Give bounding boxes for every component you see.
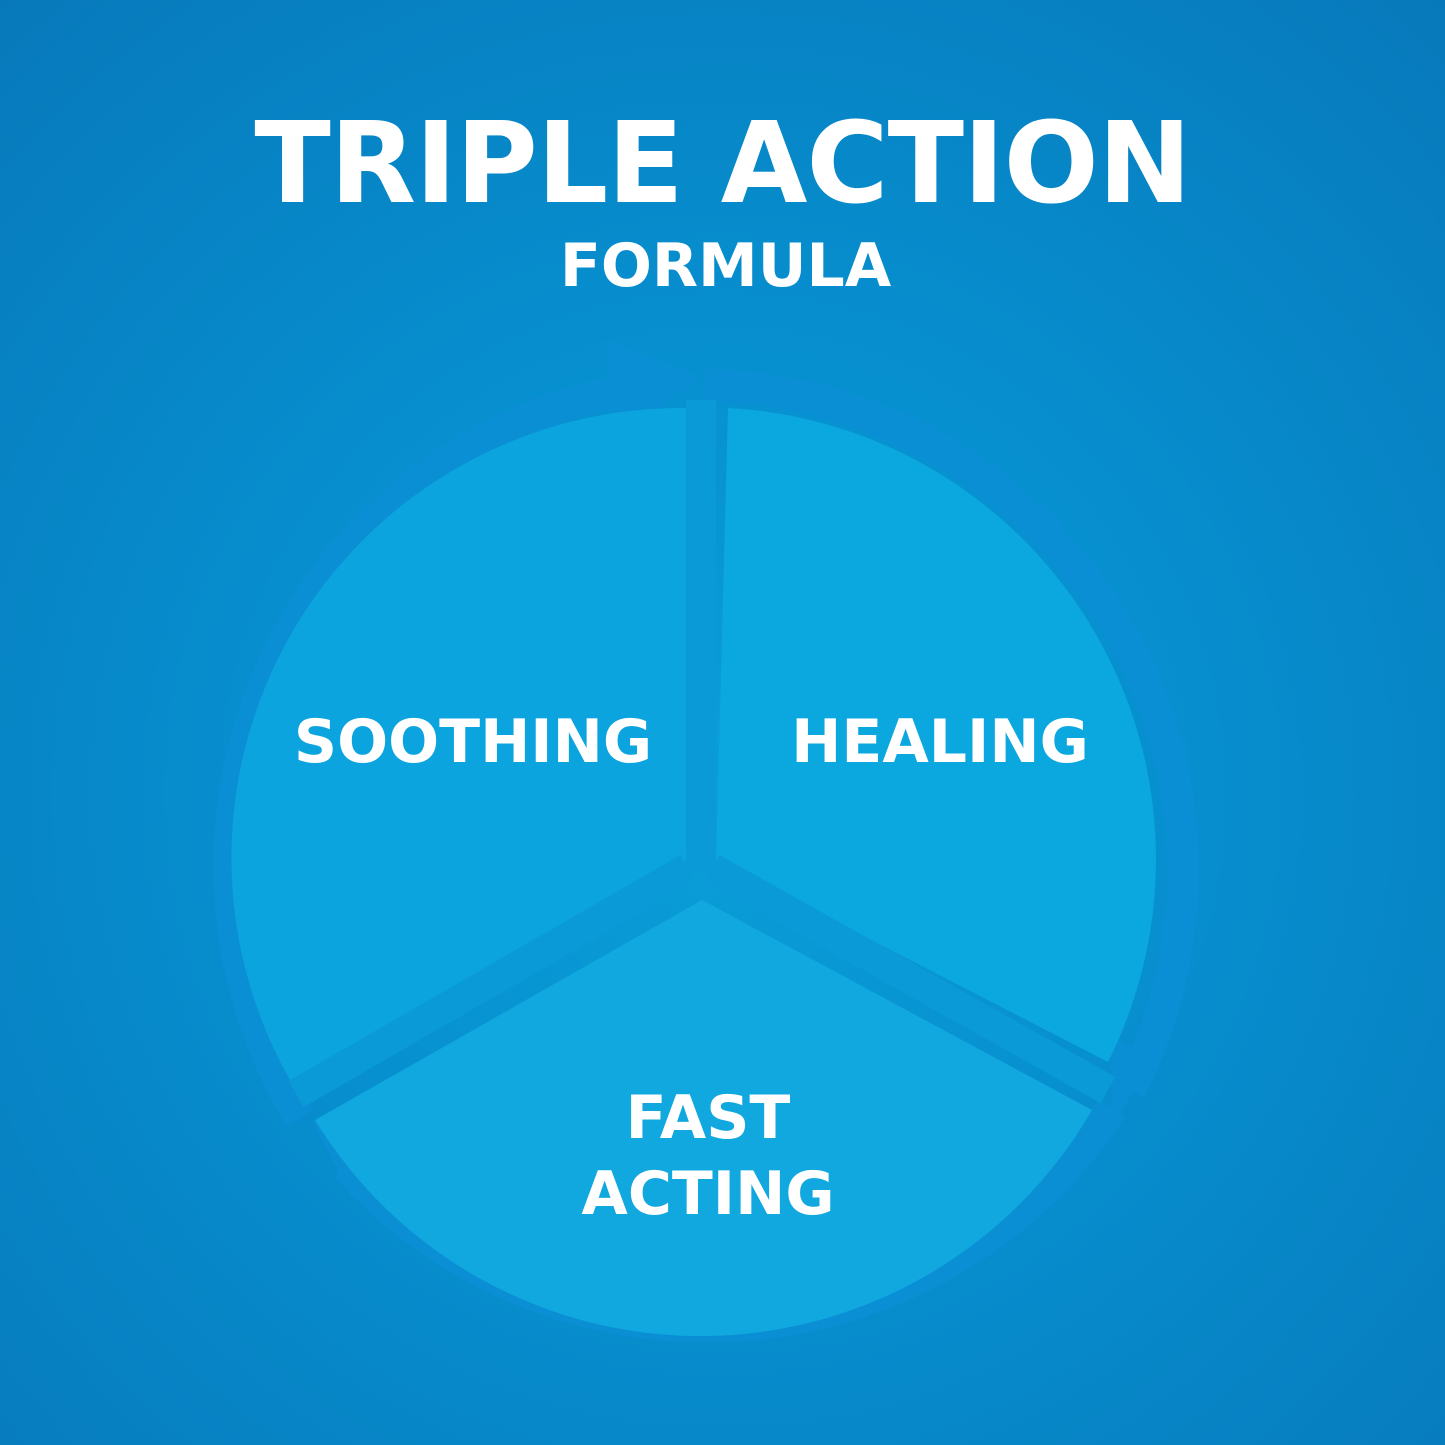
segment-label-healing: HEALING	[791, 707, 1089, 777]
segment-soothing	[231, 407, 686, 1080]
arrowhead-right-icon	[1110, 1036, 1152, 1128]
segment-label-fast-acting-line1: FAST	[625, 1083, 791, 1153]
divider-right	[704, 854, 1116, 1104]
divider-left	[288, 855, 696, 1107]
pie-dividers	[288, 400, 1116, 1107]
ring-arc-soothing	[213, 376, 616, 1127]
ring-arc-healing	[704, 369, 1199, 1098]
segment-label-fast-acting: FAST ACTING	[520, 1080, 896, 1232]
segment-label-fast-acting-line2: ACTING	[581, 1159, 835, 1229]
segment-label-soothing: SOOTHING	[293, 707, 653, 777]
pie	[231, 407, 1156, 1337]
diagram-title: TRIPLE ACTION	[254, 99, 1191, 229]
segment-fast-acting	[315, 900, 1092, 1337]
diagram-subtitle: FORMULA	[559, 231, 892, 301]
segment-healing	[716, 408, 1156, 1062]
